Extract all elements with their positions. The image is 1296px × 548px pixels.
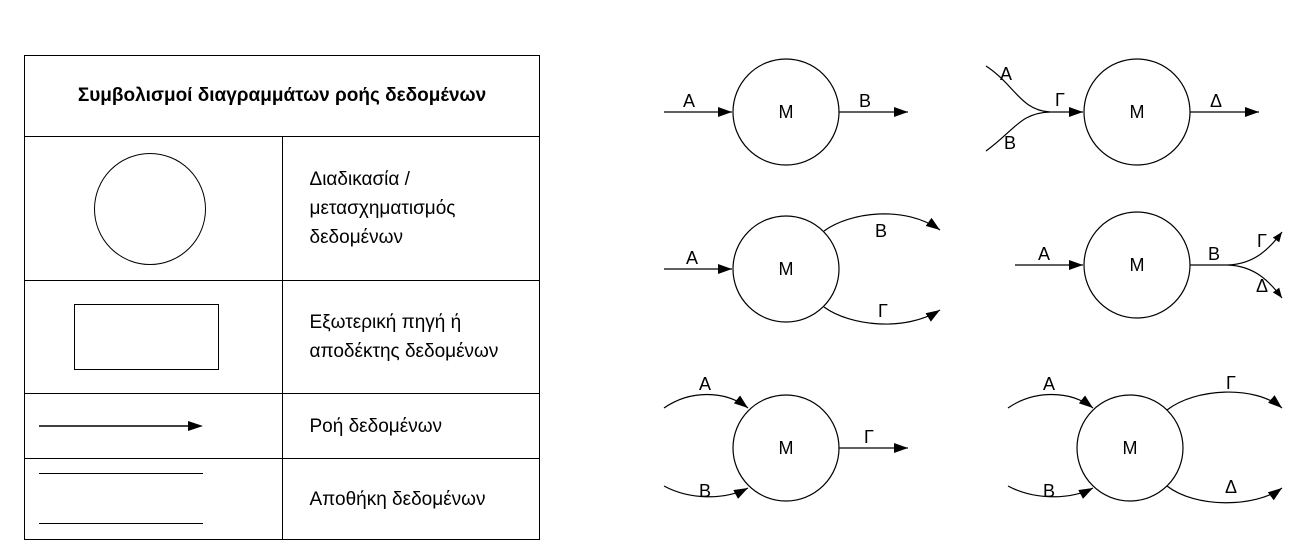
external-entity-rectangle-icon bbox=[73, 304, 219, 370]
legend-row-flow: Ροή δεδομένων bbox=[24, 393, 540, 459]
d4-split-g-curve bbox=[1227, 231, 1283, 266]
d6-process-circle bbox=[1076, 394, 1184, 502]
d3-output-b-curve bbox=[823, 213, 941, 232]
d2-input-a-curve bbox=[985, 65, 1051, 113]
d2-input-b-curve bbox=[985, 111, 1051, 152]
d1-label-out: Β bbox=[859, 91, 871, 111]
d5-label-in1: Α bbox=[699, 374, 711, 394]
d5-label-process: Μ bbox=[779, 438, 794, 458]
legend-desc-flow: Ροή δεδομένων bbox=[281, 393, 540, 459]
legend-desc-entity: Εξωτερική πηγή ή αποδέκτης δεδομένων bbox=[281, 280, 540, 394]
data-store-double-line-icon bbox=[25, 459, 282, 539]
d5-label-out: Γ bbox=[864, 427, 874, 447]
d4-label-in: Α bbox=[1038, 244, 1050, 264]
legend-row-store: Αποθήκη δεδομένων bbox=[24, 458, 540, 540]
d6-input-b-curve bbox=[1007, 485, 1094, 499]
legend-table: Συμβολισμοί διαγραμμάτων ροής δεδομένων … bbox=[24, 55, 540, 540]
d1-label-process: Μ bbox=[779, 102, 794, 122]
legend-desc-store: Αποθήκη δεδομένων bbox=[281, 458, 540, 540]
d4-label-out: Β bbox=[1208, 244, 1220, 264]
d6-input-a-curve bbox=[1007, 393, 1094, 409]
diagram-5 bbox=[663, 393, 908, 502]
d3-process-circle bbox=[732, 215, 840, 323]
d4-label-split1: Γ bbox=[1257, 231, 1267, 251]
diagram-6 bbox=[1007, 391, 1283, 504]
d3-label-out1: Β bbox=[875, 221, 887, 241]
d3-output-g-curve bbox=[823, 306, 941, 325]
d4-label-split2: Δ bbox=[1256, 276, 1268, 296]
legend-row-entity: Εξωτερική πηγή ή αποδέκτης δεδομένων bbox=[24, 280, 540, 394]
d4-split-d-curve bbox=[1227, 264, 1283, 299]
d6-output-d-curve bbox=[1166, 485, 1283, 504]
d3-label-out2: Γ bbox=[878, 301, 888, 321]
diagram-4 bbox=[1015, 211, 1283, 319]
d2-label-in2: Β bbox=[1004, 133, 1016, 153]
diagram-2 bbox=[985, 58, 1259, 166]
d3-label-process: Μ bbox=[779, 259, 794, 279]
d2-label-merged: Γ bbox=[1055, 90, 1065, 110]
d2-label-out: Δ bbox=[1210, 91, 1222, 111]
diagram-3 bbox=[664, 213, 941, 325]
d6-label-out1: Γ bbox=[1226, 373, 1236, 393]
d6-output-g-curve bbox=[1166, 391, 1283, 411]
d2-label-process: Μ bbox=[1130, 102, 1145, 122]
data-flow-arrow-icon bbox=[39, 421, 203, 431]
d1-label-in: Α bbox=[683, 91, 695, 111]
d4-label-process: Μ bbox=[1130, 255, 1145, 275]
d3-label-in: Α bbox=[686, 248, 698, 268]
d6-label-in1: Α bbox=[1043, 374, 1055, 394]
d6-label-out2: Δ bbox=[1225, 477, 1237, 497]
d5-input-b-curve bbox=[663, 485, 749, 499]
process-circle-icon bbox=[94, 152, 207, 265]
diagram-1 bbox=[664, 58, 908, 166]
d5-label-in2: Β bbox=[699, 481, 711, 501]
d5-input-a-curve bbox=[663, 393, 749, 409]
d6-label-in2: Β bbox=[1043, 481, 1055, 501]
legend-title: Συμβολισμοί διαγραμμάτων ροής δεδομένων bbox=[24, 55, 540, 137]
d2-label-in1: Α bbox=[1000, 64, 1012, 84]
d6-label-process: Μ bbox=[1123, 438, 1138, 458]
